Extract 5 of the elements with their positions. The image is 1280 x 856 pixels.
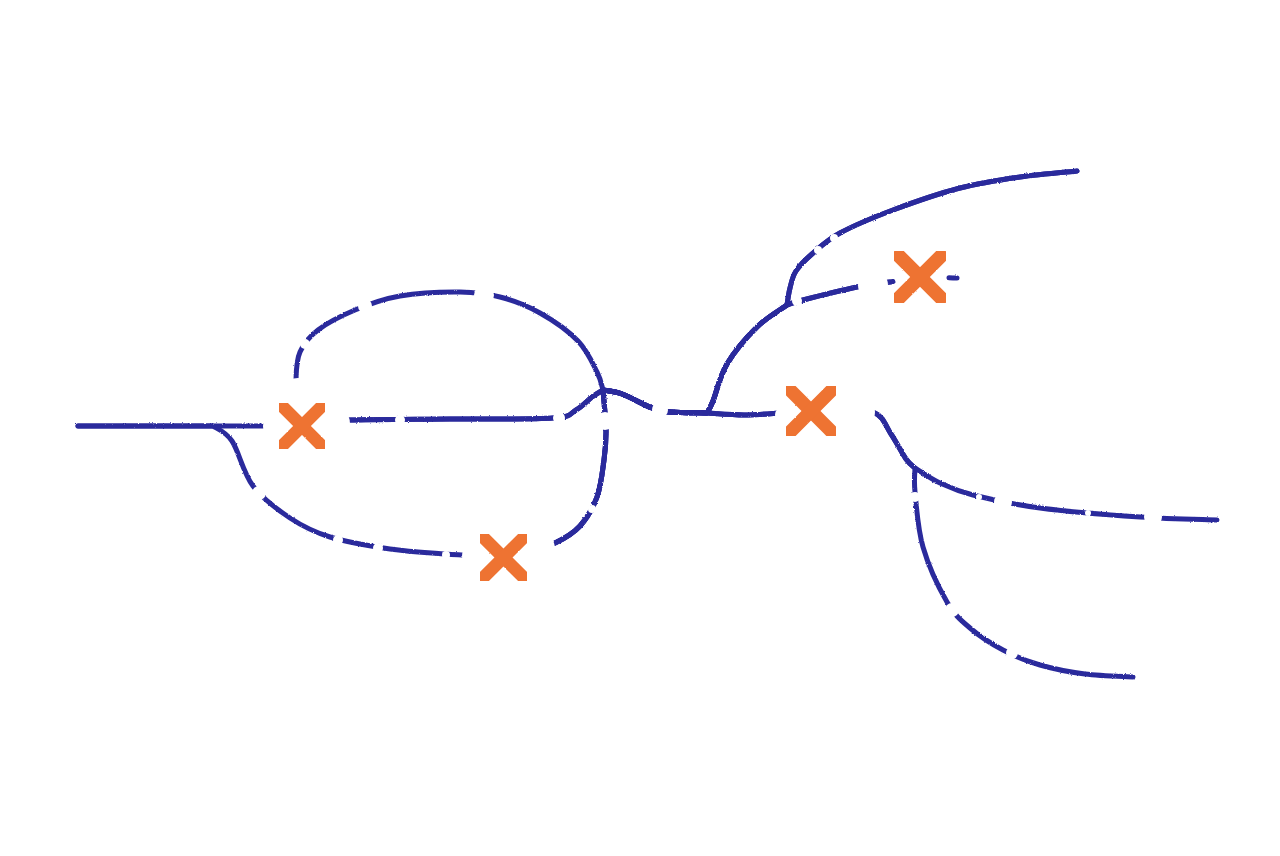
cross-mark [276, 400, 328, 452]
cross-mark [783, 383, 839, 439]
cross-mark [476, 530, 530, 584]
cross-mark [891, 248, 949, 306]
dashed-line [946, 275, 960, 281]
